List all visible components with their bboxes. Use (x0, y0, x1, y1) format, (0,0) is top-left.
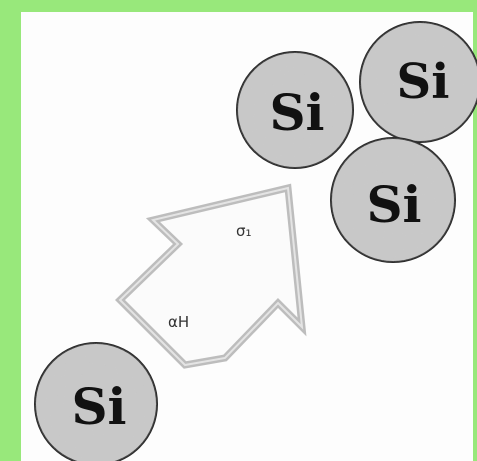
atom-label: Si (397, 54, 450, 110)
atom-bottom: Si (34, 342, 158, 461)
atom-label: Si (71, 377, 126, 436)
atom-top-left: Si (236, 51, 354, 169)
arrow-label-sigma: σ₁ (236, 222, 252, 240)
atom-label: Si (366, 175, 421, 234)
atom-label: Si (269, 83, 324, 142)
arrow-shape (115, 183, 307, 369)
atom-middle: Si (330, 137, 456, 263)
atom-top-right: Si (359, 21, 477, 143)
arrow-label-alpha: αH (168, 313, 189, 331)
arrow: σ₁ αH (115, 183, 307, 369)
